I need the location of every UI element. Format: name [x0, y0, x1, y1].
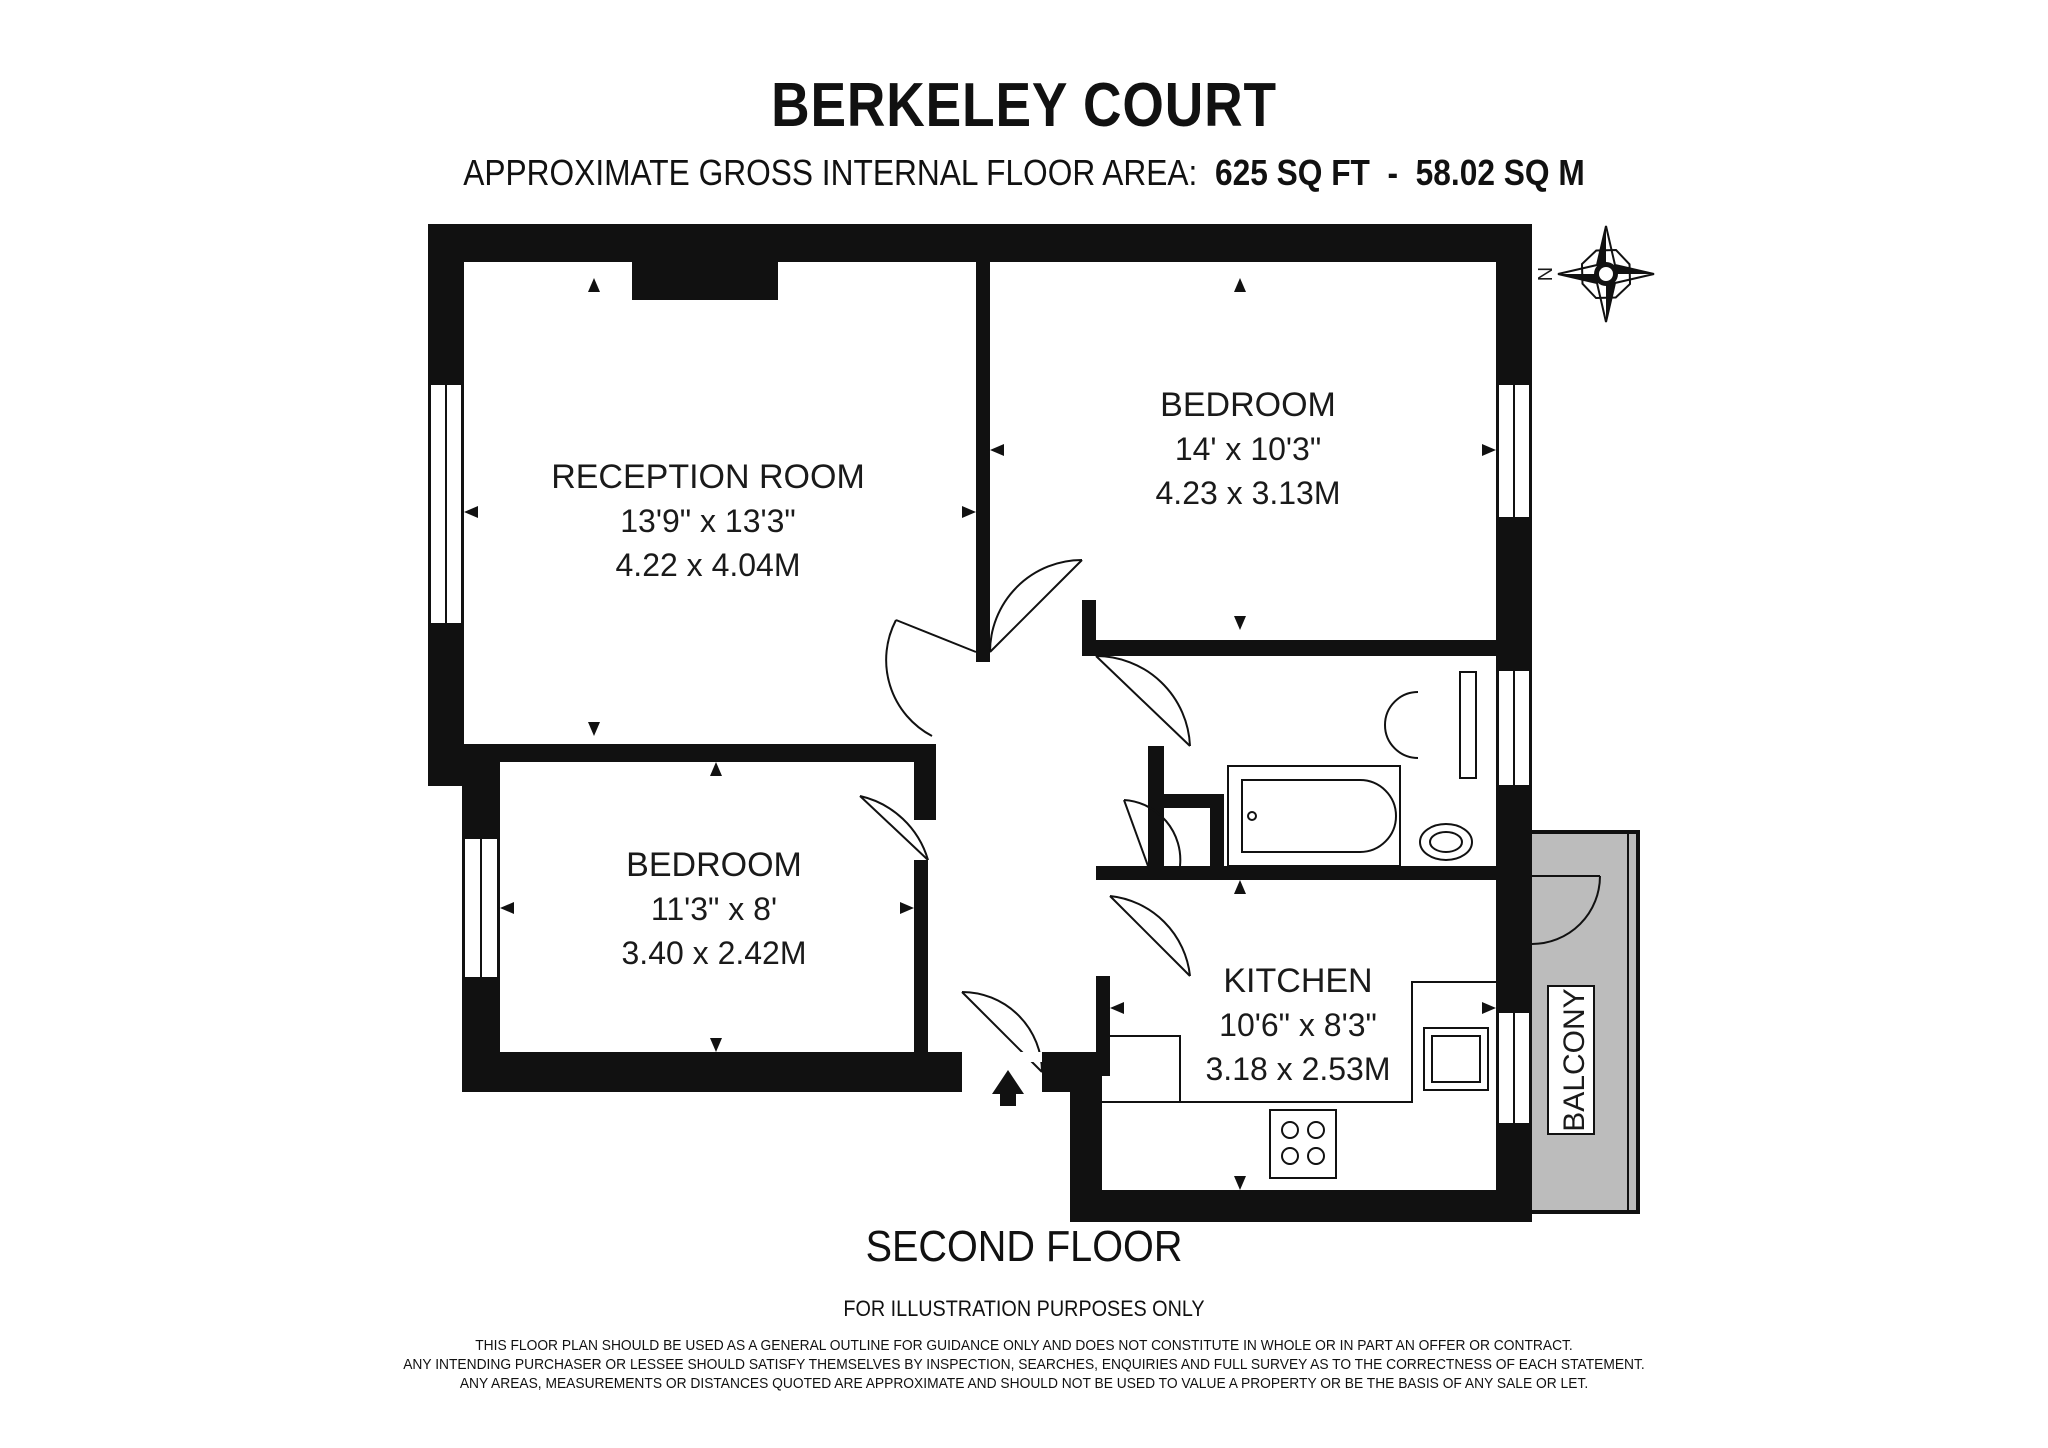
floor-area-sqm: 58.02 SQ M: [1415, 152, 1585, 193]
floor-area-separator: -: [1387, 152, 1399, 193]
toilet-bowl: [1384, 691, 1419, 759]
entrance-arrow-icon: [992, 1070, 1024, 1106]
entrance-opening: [962, 1052, 1042, 1062]
floor-area-label: APPROXIMATE GROSS INTERNAL FLOOR AREA:: [463, 152, 1198, 193]
room-bedroom-1: BEDROOM 14' x 10'3" 4.23 x 3.13M: [1156, 386, 1341, 511]
wall-bedroom-stub: [1082, 600, 1096, 656]
hob-ring: [1307, 1147, 1325, 1165]
kitchen-sink-bowl: [1431, 1035, 1481, 1083]
room-size-imperial: 14' x 10'3": [1175, 431, 1321, 467]
room-size-metric: 4.22 x 4.04M: [616, 547, 801, 583]
bathroom-fixtures: [1227, 671, 1477, 867]
room-size-metric: 3.40 x 2.42M: [622, 935, 807, 971]
floor-area-sqft: 625 SQ FT: [1214, 152, 1370, 193]
illustration-note: FOR ILLUSTRATION PURPOSES ONLY: [843, 1296, 1205, 1321]
wall-bottom-left: [462, 1052, 962, 1092]
room-bedroom-2: BEDROOM 11'3" x 8' 3.40 x 2.42M: [622, 846, 807, 971]
room-name: KITCHEN: [1223, 962, 1372, 1000]
room-reception: RECEPTION ROOM 13'9" x 13'3" 4.22 x 4.04…: [551, 458, 865, 583]
hob: [1269, 1109, 1337, 1179]
wall-cupboard-top: [1148, 794, 1224, 808]
window-glazing-lines: [445, 384, 1515, 1124]
room-name: BEDROOM: [1160, 386, 1336, 424]
wash-basin-inner: [1429, 831, 1463, 853]
wall-bath-kitchen: [1096, 866, 1496, 880]
room-kitchen: KITCHEN 10'6" x 8'3" 3.18 x 2.53M: [1206, 962, 1391, 1087]
wall-bedroom2-right: [914, 860, 928, 1060]
room-size-metric: 3.18 x 2.53M: [1206, 1051, 1391, 1087]
kitchen-fixtures: [1102, 981, 1498, 1179]
wall-bedroom-bath: [1082, 640, 1496, 656]
wash-basin: [1419, 823, 1473, 861]
kitchen-sink: [1423, 1027, 1489, 1091]
bath-tub-inner: [1241, 779, 1397, 853]
hob-ring: [1281, 1147, 1299, 1165]
balcony-label: BALCONY: [1558, 988, 1591, 1131]
kitchen-counter-left: [1102, 1035, 1181, 1103]
wall-top: [428, 224, 1532, 262]
disclaimer-line: ANY INTENDING PURCHASER OR LESSEE SHOULD…: [403, 1356, 1645, 1373]
disclaimer-line: THIS FLOOR PLAN SHOULD BE USED AS A GENE…: [475, 1337, 1573, 1354]
door-swings: [859, 559, 1601, 1073]
floor-label: SECOND FLOOR: [865, 1222, 1183, 1271]
hob-ring: [1281, 1121, 1299, 1139]
chimney-breast: [632, 262, 778, 300]
wall-cupboard-right: [1210, 794, 1224, 866]
room-size-imperial: 10'6" x 8'3": [1219, 1007, 1377, 1043]
bath-tub: [1227, 765, 1401, 867]
dimension-arrows: [464, 278, 1496, 1190]
compass-rose-icon: N: [1535, 225, 1655, 323]
wall-reception-bedroom: [976, 262, 990, 662]
toilet-cistern: [1459, 671, 1477, 779]
room-size-imperial: 11'3" x 8': [651, 891, 777, 927]
wall-bedroom2-corner: [914, 744, 936, 820]
disclaimer: THIS FLOOR PLAN SHOULD BE USED AS A GENE…: [82, 1336, 1966, 1393]
wall-reception-bedroom2: [462, 744, 934, 762]
compass-north-label: N: [1535, 267, 1557, 281]
room-name: BEDROOM: [626, 846, 802, 884]
kitchen-counter-run: [1102, 981, 1498, 1103]
balcony-label-box: BALCONY: [1547, 985, 1595, 1135]
wall-bottom-kitchen: [1070, 1190, 1532, 1222]
floor-area-subtitle: APPROXIMATE GROSS INTERNAL FLOOR AREA: 6…: [123, 152, 1925, 194]
bath-plug: [1247, 811, 1257, 821]
hob-ring: [1307, 1121, 1325, 1139]
wall-kitchen-left: [1096, 976, 1110, 1076]
disclaimer-line: ANY AREAS, MEASUREMENTS OR DISTANCES QUO…: [459, 1375, 1589, 1392]
room-name: RECEPTION ROOM: [551, 458, 865, 496]
plan-title: BERKELEY COURT: [771, 71, 1277, 140]
room-size-metric: 4.23 x 3.13M: [1156, 475, 1341, 511]
room-size-imperial: 13'9" x 13'3": [620, 503, 796, 539]
